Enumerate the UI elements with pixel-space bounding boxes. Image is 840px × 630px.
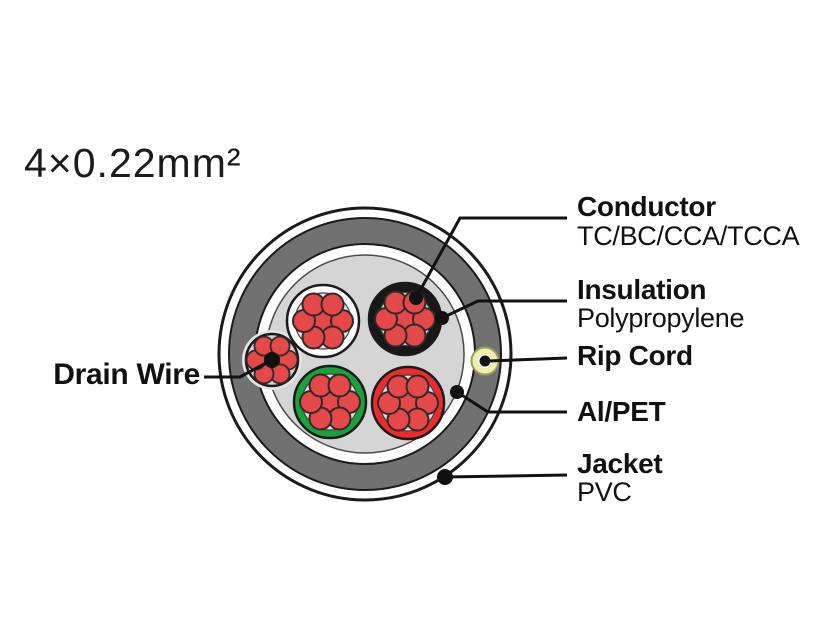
conductor-leader-line [414,216,567,299]
bundle-red-wires [377,374,439,432]
insulation-heading: Insulation [577,274,707,305]
al-pet-heading: Al/PET [577,396,666,427]
jacket-label: Jacket [577,448,663,479]
al-pet-anchor-dot [450,385,464,399]
rip-cord-heading: Rip Cord [577,340,693,371]
insulation-leader-line [441,299,567,320]
insulation-anchor-dot [435,311,449,325]
page-title: 4×0.22mm² [24,140,242,186]
drain-wire-label: Drain Wire [53,358,200,391]
al-pet-label: Al/PET [577,396,666,427]
rip-cord-anchor-dot [479,355,491,367]
drain-wire-leader-line [204,361,267,379]
jacket-subtext: PVC [577,477,632,507]
bundle-white-wires [292,292,354,350]
conductor-label: Conductor [577,192,716,221]
jacket-heading: Jacket [577,448,663,479]
bundle-black-wires [374,290,436,348]
insulation-subtext: Polypropylene [577,303,745,333]
conductor-heading: Conductor [577,191,716,222]
conductor-anchor-dot [409,291,423,305]
drain-center-wire [264,352,280,368]
conductor-subtext: TC/BC/CCA/TCCA [577,221,800,251]
jacket-leader-line [444,473,568,479]
rip-cord-label: Rip Cord [577,341,693,370]
rip-cord-leader-line [487,356,568,363]
insulation-label: Insulation [577,274,707,305]
jacket-anchor-dot [437,469,453,485]
bundle-green-wires [299,373,361,431]
al-pet-leader-line [456,390,567,414]
